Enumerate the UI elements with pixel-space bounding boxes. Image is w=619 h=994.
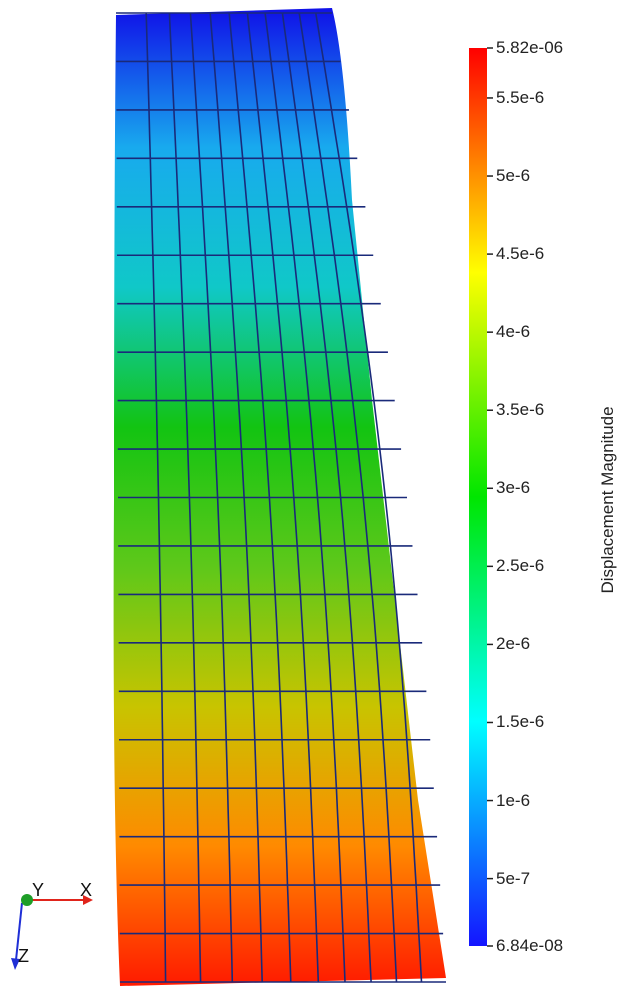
mesh-column-line — [209, 12, 263, 983]
colorbar-tick-label: 5e-7 — [496, 868, 531, 888]
axis-y-marker — [21, 894, 33, 906]
colorbar-tick-label: 1e-6 — [496, 790, 531, 810]
mesh-column-line — [189, 12, 234, 983]
orientation-axes: Y X Z — [11, 880, 93, 970]
colorbar-tick-label: 2e-6 — [496, 634, 531, 654]
colorbar-tick-label: 5e-6 — [496, 166, 531, 186]
axis-x-label: X — [80, 880, 92, 900]
colorbar-title: Displacement Magnitude — [598, 406, 617, 594]
colorbar-tick-label: 4e-6 — [496, 322, 531, 342]
mesh-column-line — [298, 12, 398, 983]
mesh-surface[interactable] — [113, 8, 446, 986]
mesh-column-line — [264, 12, 346, 983]
colorbar-scale — [469, 48, 487, 946]
axis-z-arrowhead — [11, 958, 20, 970]
mesh-column-line — [315, 12, 423, 983]
colorbar-tick-label: 1.5e-6 — [496, 712, 545, 732]
axis-y-label: Y — [32, 880, 44, 900]
mesh-column-line — [145, 12, 167, 983]
mesh-column-line — [281, 12, 372, 983]
axis-x-arrowhead — [83, 895, 93, 905]
colorbar-tick-label: 3e-6 — [496, 478, 531, 498]
colorbar-tick-label: 3.5e-6 — [496, 400, 545, 420]
axis-z-label: Z — [18, 946, 29, 966]
mesh-grid — [116, 12, 446, 983]
colorbar-tick-label: 6.84e-08 — [496, 936, 564, 955]
colorbar-tick-label: 2.5e-6 — [496, 556, 545, 576]
colorbar-tick-label: 5.5e-6 — [496, 87, 545, 107]
colorbar-ticks — [487, 47, 493, 947]
mesh-column-line — [168, 12, 202, 983]
mesh-column-line — [228, 12, 292, 983]
colorbar-tick-label: 4.5e-6 — [496, 244, 545, 264]
colorbar — [469, 47, 493, 947]
mesh-column-line — [246, 12, 320, 983]
axis-z-line — [15, 902, 23, 961]
colorbar-tick-label: 5.82e-06 — [496, 38, 564, 57]
